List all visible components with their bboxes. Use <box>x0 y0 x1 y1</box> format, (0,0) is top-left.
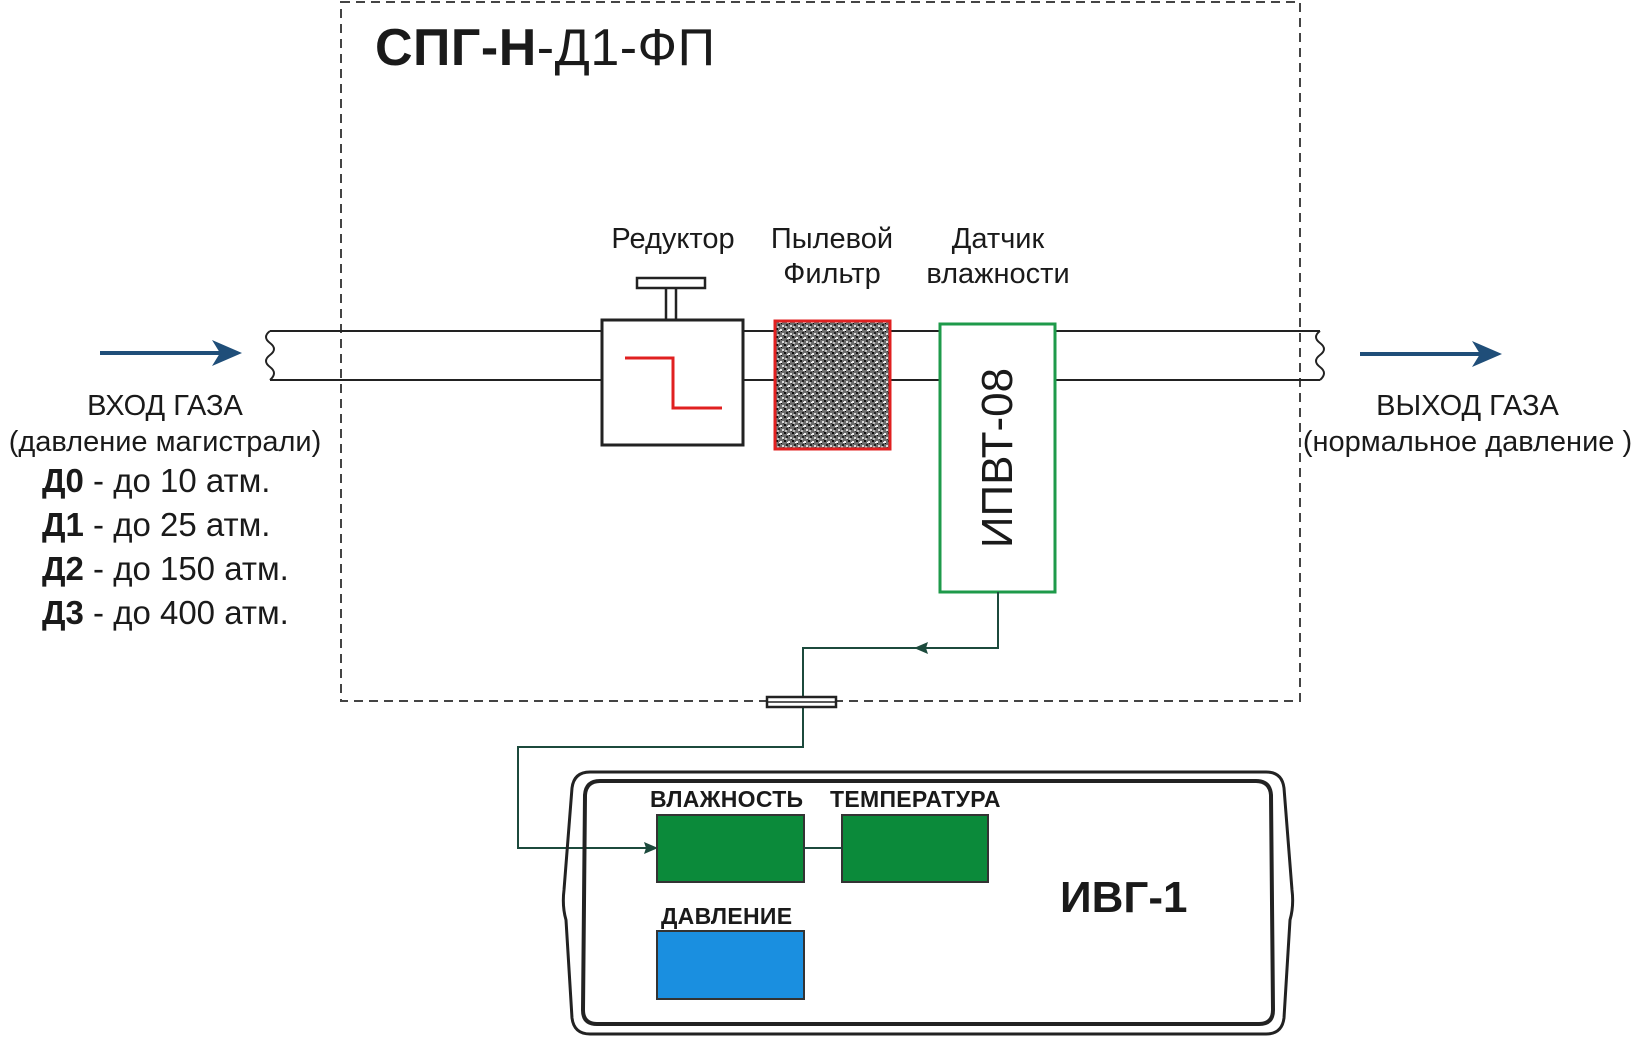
cable-gland <box>765 695 838 709</box>
outlet-label: ВЫХОД ГАЗА (нормальное давление ) <box>1290 388 1640 460</box>
inlet-subtitle: (давление магистрали) <box>8 426 322 458</box>
cable-arrow-icon <box>914 642 928 654</box>
reducer-step-icon <box>625 356 722 410</box>
pressure-range-text: - до 25 атм. <box>83 506 271 543</box>
pressure-display <box>656 930 805 1000</box>
pressure-range-code: Д2 <box>42 550 84 587</box>
inlet-title: ВХОД ГАЗА <box>87 390 243 422</box>
dust-filter <box>773 319 892 451</box>
sensor-cable <box>517 592 999 849</box>
reducer-label: Редуктор <box>611 223 735 255</box>
device-name: ИВГ-1 <box>1060 873 1188 922</box>
pressure-range-text: - до 10 атм. <box>83 462 271 499</box>
pressure-range-code: Д1 <box>42 506 84 543</box>
temperature-display <box>841 814 989 883</box>
pressure-range-d3: Д3 - до 400 атм. <box>42 594 289 632</box>
inlet-label: ВХОД ГАЗА (давление магистрали) <box>0 388 330 460</box>
ivg-device-housing <box>561 770 1295 1036</box>
filter-label: Пылевой Фильтр <box>757 222 907 292</box>
pressure-range-code: Д0 <box>42 462 84 499</box>
pressure-range-d2: Д2 - до 150 атм. <box>42 550 289 588</box>
outlet-arrow-icon <box>1360 341 1502 367</box>
inlet-arrow-icon <box>100 340 242 366</box>
pressure-display-label: ДАВЛЕНИЕ <box>661 903 793 929</box>
system-title: СПГ-Н-Д1-ФП <box>375 18 715 78</box>
outlet-title: ВЫХОД ГАЗА <box>1376 390 1559 422</box>
filter-label-line1: Пылевой <box>770 223 894 255</box>
pressure-range-text: - до 150 атм. <box>83 550 289 587</box>
filter-label-line2: Фильтр <box>783 258 881 290</box>
humidity-display-label: ВЛАЖНОСТЬ <box>650 786 804 812</box>
pressure-range-code: Д3 <box>42 594 84 631</box>
temperature-display-label: ТЕМПЕРАТУРА <box>830 786 1001 812</box>
pressure-range-d1: Д1 - до 25 атм. <box>42 506 270 544</box>
humidity-display <box>656 814 805 883</box>
sensor-name: ИПВТ-08 <box>973 367 1022 549</box>
pressure-range-d0: Д0 - до 10 атм. <box>42 462 270 500</box>
sensor-label-line2: влажности <box>926 258 1070 290</box>
pressure-range-text: - до 400 атм. <box>83 594 289 631</box>
cable-arrow-icon <box>644 842 658 854</box>
sensor-label-line1: Датчик <box>951 223 1045 255</box>
outlet-subtitle: (нормальное давление ) <box>1302 426 1633 458</box>
system-title-bold: СПГ-Н <box>375 19 537 77</box>
sensor-label: Датчик влажности <box>913 222 1083 292</box>
system-title-suffix: -Д1-ФП <box>536 19 716 77</box>
reducer <box>600 276 745 447</box>
